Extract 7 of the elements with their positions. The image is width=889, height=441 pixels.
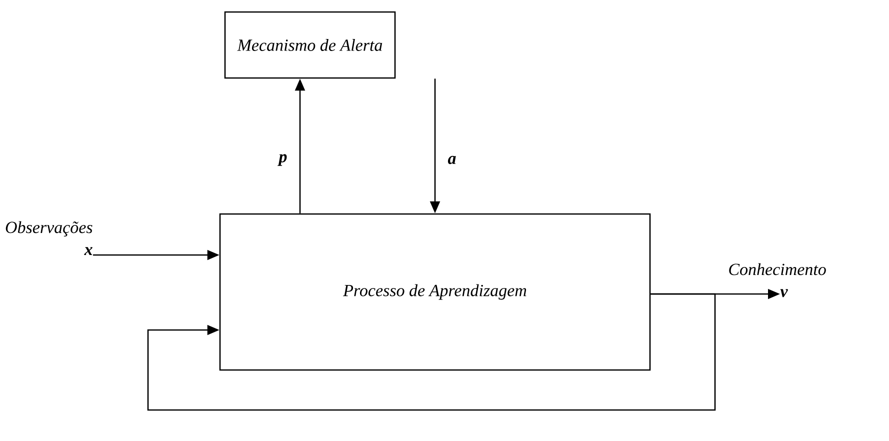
output-label: Conhecimento v [729,263,826,298]
process-box: Processo de Aprendizagem [219,213,651,371]
edge-label: p [278,153,288,167]
process-box: Mecanismo de Alerta [224,11,396,79]
edge-label: a [446,154,458,166]
arrow [147,293,716,411]
input-label: Observações x [6,221,92,255]
